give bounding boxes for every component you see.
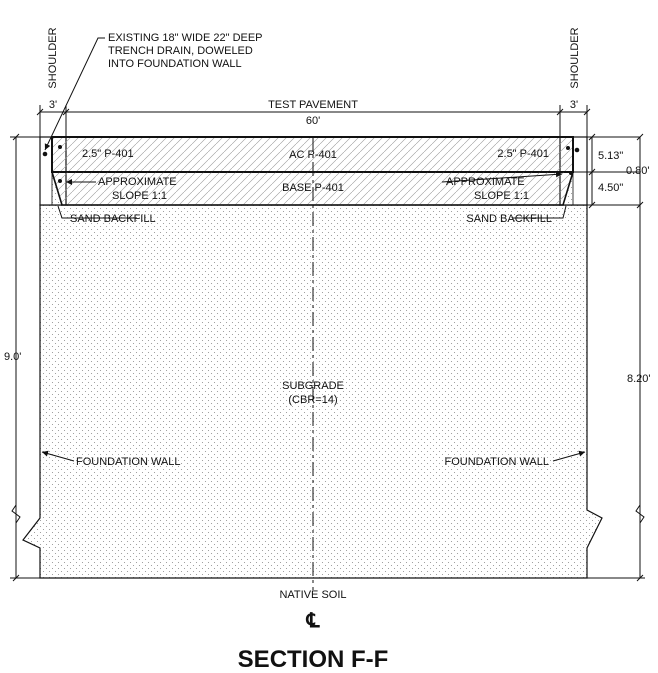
section-title: SECTION F-F <box>238 646 389 673</box>
foundation-wall-left-label: FOUNDATION WALL <box>76 456 181 468</box>
ac-layer-label: AC P-401 <box>289 149 337 161</box>
subgrade-label-line1: SUBGRADE <box>282 380 344 392</box>
trench-drain-note-line1: EXISTING 18" WIDE 22" DEEP <box>108 32 263 44</box>
sand-backfill-left-label: SAND BACKFILL <box>70 213 156 225</box>
base-thickness-dim: 4.50" <box>598 182 623 194</box>
slope-right-line1: APPROXIMATE <box>446 176 525 188</box>
pavement-total-dim: 0.80' <box>626 165 650 177</box>
foundation-wall-right-label: FOUNDATION WALL <box>444 456 549 468</box>
p401-left-label: 2.5" P-401 <box>82 148 134 160</box>
shoulder-dim-right: 3' <box>570 99 578 111</box>
slope-left-line2: SLOPE 1:1 <box>112 190 167 202</box>
slope-right-line2: SLOPE 1:1 <box>474 190 529 202</box>
base-layer-label: BASE P-401 <box>282 182 344 194</box>
native-soil-label: NATIVE SOIL <box>279 589 346 601</box>
test-pavement-label: TEST PAVEMENT <box>268 99 358 111</box>
shoulder-label-right: SHOULDER <box>569 27 581 88</box>
total-depth-dim: 9.0' <box>4 351 21 363</box>
shoulder-dim-left: 3' <box>49 99 57 111</box>
test-pavement-width: 60' <box>306 115 320 127</box>
p401-right-label: 2.5" P-401 <box>497 148 549 160</box>
trench-drain-left <box>42 151 48 157</box>
subgrade-label-line2: (CBR=14) <box>288 394 337 406</box>
sand-backfill-left <box>51 171 63 206</box>
ac-thickness-dim: 5.13" <box>598 150 623 162</box>
slope-left-line1: APPROXIMATE <box>98 176 177 188</box>
sand-backfill-right <box>562 171 574 206</box>
trench-drain-note-line2: TRENCH DRAIN, DOWELED <box>108 45 253 57</box>
subgrade-depth-dim: 8.20' <box>627 373 651 385</box>
trench-drain-right <box>574 147 580 153</box>
centerline-symbol: ℄ <box>306 610 321 632</box>
sand-backfill-right-label: SAND BACKFILL <box>466 213 552 225</box>
shoulder-label-left: SHOULDER <box>47 27 59 88</box>
trench-drain-note-line3: INTO FOUNDATION WALL <box>108 58 242 70</box>
